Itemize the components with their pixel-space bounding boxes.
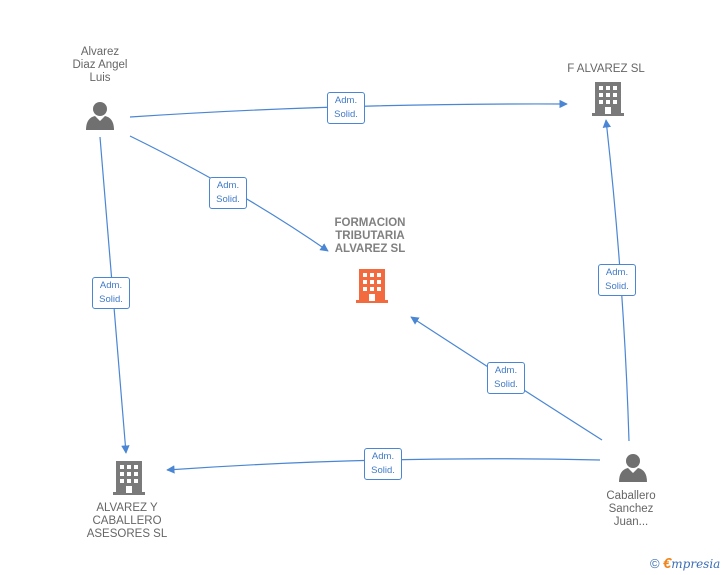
- edge-label[interactable]: Adm. Solid.: [209, 177, 247, 209]
- edge-label-role: Adm.: [371, 451, 395, 462]
- edge-label-role: Adm.: [99, 280, 123, 291]
- copyright-icon: ©: [650, 556, 660, 571]
- edge-label-type: Solid.: [99, 294, 123, 305]
- edge-label-role: Adm.: [494, 365, 518, 376]
- node-label-alvarez-caballero[interactable]: ALVAREZ Y CABALLERO ASESORES SL: [86, 502, 168, 540]
- edge-label-role: Adm.: [334, 95, 358, 106]
- building-icon[interactable]: [592, 82, 624, 116]
- node-label-caballero[interactable]: Caballero Sanchez Juan...: [606, 490, 656, 528]
- edge-label[interactable]: Adm. Solid.: [364, 448, 402, 480]
- edge-label-role: Adm.: [216, 180, 240, 191]
- footer-brand[interactable]: © €mpresia: [650, 555, 720, 573]
- edge-label[interactable]: Adm. Solid.: [487, 362, 525, 394]
- person-icon[interactable]: [619, 454, 647, 482]
- edge-label-type: Solid.: [216, 194, 240, 205]
- edge-label-type: Solid.: [371, 465, 395, 476]
- node-label-formacion[interactable]: FORMACION TRIBUTARIA ALVAREZ SL: [334, 217, 406, 255]
- person-icon[interactable]: [86, 102, 114, 130]
- node-label-alvarez-diaz[interactable]: Alvarez Diaz Angel Luis: [72, 46, 128, 84]
- edge-label-role: Adm.: [605, 267, 629, 278]
- building-icon[interactable]: [113, 461, 145, 495]
- building-icon-highlighted[interactable]: [356, 269, 388, 303]
- edge-label[interactable]: Adm. Solid.: [327, 92, 365, 124]
- brand-name: mpresia: [671, 557, 721, 571]
- node-label-f-alvarez[interactable]: F ALVAREZ SL: [567, 63, 645, 75]
- edge-label-type: Solid.: [494, 379, 518, 390]
- edge-label[interactable]: Adm. Solid.: [598, 264, 636, 296]
- edge-label-type: Solid.: [334, 109, 358, 120]
- brand-logo-initial: €: [662, 555, 672, 572]
- edge-label[interactable]: Adm. Solid.: [92, 277, 130, 309]
- edge-label-type: Solid.: [605, 281, 629, 292]
